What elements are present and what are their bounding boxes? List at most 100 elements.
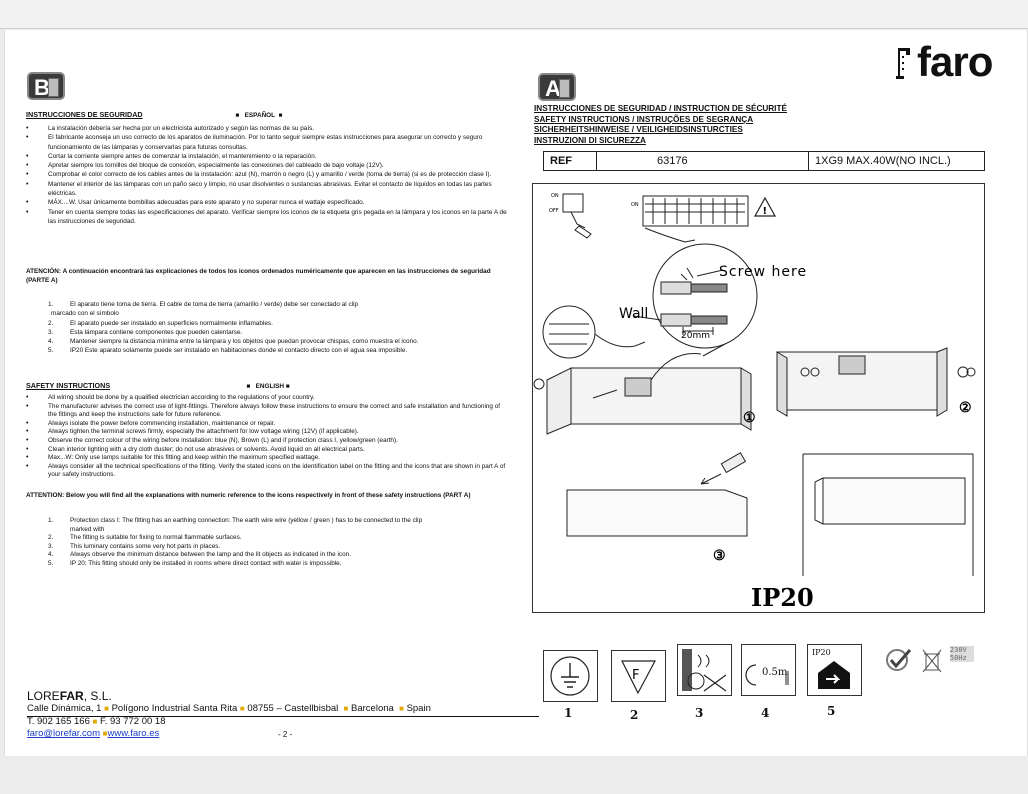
svg-text:F: F <box>632 668 639 683</box>
installation-drawing: ON OFF ON ! Screw here Wall 2 <box>533 193 976 612</box>
ce-check-icon <box>886 649 912 671</box>
list-item: 3.This luminary contains some very hot p… <box>48 542 221 550</box>
list-item: MÁX....W. Usar únicamente bombillas adec… <box>26 198 508 208</box>
ip-rating-label: IP20 <box>751 583 814 612</box>
certification-icons: 230V 50Hz <box>885 646 974 679</box>
es-bullet-list: La instalación debería ser hecha por un … <box>26 124 508 226</box>
step-1-marker: ① <box>743 410 756 426</box>
company-address: Calle Dinámica, 1 ■ Polígono Industrial … <box>27 703 431 714</box>
icon-number: 2 <box>630 708 639 722</box>
section-a-badge: A <box>538 73 576 101</box>
ref-code: 63176 <box>596 151 809 171</box>
viewer-bottom-bar <box>0 757 1028 794</box>
lamp-body-1 <box>570 367 742 425</box>
on-label: ON <box>551 193 559 199</box>
section-b-badge: B <box>27 72 65 100</box>
icon-number: 1 <box>564 706 573 720</box>
list-item: 5.IP 20: This fitting should only be ins… <box>48 559 342 567</box>
distance-value: 0.5m <box>762 667 788 678</box>
list-item: Apretar siempre los tornillos del bloque… <box>26 161 508 171</box>
es-attention-note: ATENCIÓN: A continuación encontrará las … <box>26 268 491 285</box>
en-attention-note: ATTENTION: Below you will find all the e… <box>26 492 471 499</box>
list-item: 1.El aparato tiene toma de tierra. El ca… <box>48 301 359 308</box>
en-language-label: ENGLISH <box>255 383 285 390</box>
badge-letter: A <box>545 76 561 101</box>
heading-it: INSTRUZIONI DI SICUREZZA <box>534 135 646 145</box>
heading-es-fr: INSTRUCCIONES DE SEGURIDAD / INSTRUCTION… <box>534 104 787 113</box>
weee-bin-icon <box>923 649 942 673</box>
list-item: Always consider all the technical specif… <box>26 463 508 480</box>
faro-logo <box>894 42 914 87</box>
es-language-label: ESPAÑOL <box>244 112 276 119</box>
flammable-surface-icon: F <box>611 650 666 702</box>
ref-description: 1XG9 MAX.40W(NO INCL.) <box>808 151 985 171</box>
installation-diagram: ON OFF ON ! Screw here Wall 2 <box>532 183 985 613</box>
footer-divider <box>27 716 539 717</box>
company-name: LOREFAR, S.L. <box>27 689 112 703</box>
heading-en-pt: SAFETY INSTRUCTIONS / INSTRUÇÕES DE SEGR… <box>534 114 754 124</box>
wall-switch-shape <box>562 193 584 213</box>
list-item: The manufacturer advises the correct use… <box>26 403 508 420</box>
icon-number: 5 <box>827 704 836 718</box>
list-item: marcado con el símbolo <box>51 310 119 318</box>
list-item: All wiring should be done by a qualified… <box>26 394 508 403</box>
page-number: - 2 - <box>278 730 293 739</box>
en-bullet-list: All wiring should be done by a qualified… <box>26 394 508 480</box>
list-item: 5.IP20 Este aparato solamente puede ser … <box>48 347 408 355</box>
list-item: 4.Always observe the minimum distance be… <box>48 551 351 559</box>
distance-label: 20mm <box>681 331 710 341</box>
email-link[interactable]: faro@lorefar.com <box>27 728 101 739</box>
icon-number: 3 <box>695 706 704 720</box>
en-icon-explanations: 1.Protection class I: The fitting has an… <box>26 517 508 569</box>
list-item: La instalación debería ser hecha por un … <box>26 124 508 134</box>
list-item: Clean interior lighting with a dry cloth… <box>26 446 508 455</box>
ip20-icon: IP20 <box>807 644 862 696</box>
off-label: OFF <box>549 208 559 214</box>
list-item: Tener en cuenta siempre todas las especi… <box>26 208 508 227</box>
list-item: Observe the correct colour of the wiring… <box>26 437 508 446</box>
step-3-marker: ③ <box>713 548 726 564</box>
wall-label: Wall <box>619 306 648 322</box>
on-label-2: ON <box>631 202 639 208</box>
warning-triangle-icon: ! <box>753 196 777 217</box>
en-safety-title: SAFETY INSTRUCTIONS <box>26 381 111 390</box>
icon-number: 4 <box>761 706 770 720</box>
list-item: El fabricante aconseja un uso correcto d… <box>26 133 508 152</box>
multilingual-headings: INSTRUCCIONES DE SEGURIDAD / INSTRUCTION… <box>534 104 984 146</box>
badge-letter: B <box>34 75 50 100</box>
list-item: 1.Protection class I: The fitting has an… <box>48 517 423 524</box>
wiring-detail-circle <box>652 243 758 349</box>
bulb-shape <box>720 452 747 474</box>
ref-label: REF <box>543 151 597 171</box>
en-header-row: SAFETY INSTRUCTIONS ■ ENGLISH ■ <box>26 381 290 390</box>
hand-shape <box>574 225 592 239</box>
list-item: 2.The fitting is suitable for fixing to … <box>48 534 242 542</box>
step-2-marker: ② <box>959 400 972 416</box>
min-distance-icon: 0.5m <box>741 644 796 696</box>
company-links: faro@lorefar.com ■www.faro.es <box>27 728 160 739</box>
lamp-end-cap-left <box>546 367 572 435</box>
lamp-logo-icon <box>896 48 910 79</box>
earth-class-1-icon <box>543 650 598 702</box>
reference-table: REF 63176 1XG9 MAX.40W(NO INCL.) <box>543 151 985 171</box>
list-item: 4.Mantener siempre la distancia mínima e… <box>48 338 419 346</box>
list-item: Max...W: Only use lamps suitable for thi… <box>26 454 508 463</box>
list-item: Comprobar el color correcto de los cable… <box>26 170 508 180</box>
es-header-row: INSTRUCCIONES DE SEGURIDAD ■ ESPAÑOL ■ <box>26 110 283 119</box>
list-item: Always isolate the power before commenci… <box>26 420 508 429</box>
lamp-mounted-final <box>822 477 966 525</box>
brand-wordmark: faro <box>917 38 993 85</box>
hot-parts-icon <box>677 644 732 696</box>
svg-text:!: ! <box>763 206 768 217</box>
company-phone: T. 902 165 166 ■ F. 93 772 00 18 <box>27 716 166 727</box>
heading-de-nl: SICHERHEITSHINWEISE / VEILIGHEIDSINSTURC… <box>534 125 743 134</box>
screw-here-label: Screw here <box>719 264 807 280</box>
list-item: Cortar la corriente siempre antes de com… <box>26 152 508 162</box>
document-icon <box>559 79 570 98</box>
list-item: 2.El aparato puede ser instalado en supe… <box>48 319 273 327</box>
list-item: marked with <box>70 525 105 533</box>
table-row: REF 63176 1XG9 MAX.40W(NO INCL.) <box>543 151 985 171</box>
document-page: faro B INSTRUCCIONES DE SEGURIDAD ■ ESPA… <box>4 30 1028 756</box>
voltage-label: 230V 50Hz <box>949 646 974 662</box>
website-link[interactable]: www.faro.es <box>107 728 160 739</box>
